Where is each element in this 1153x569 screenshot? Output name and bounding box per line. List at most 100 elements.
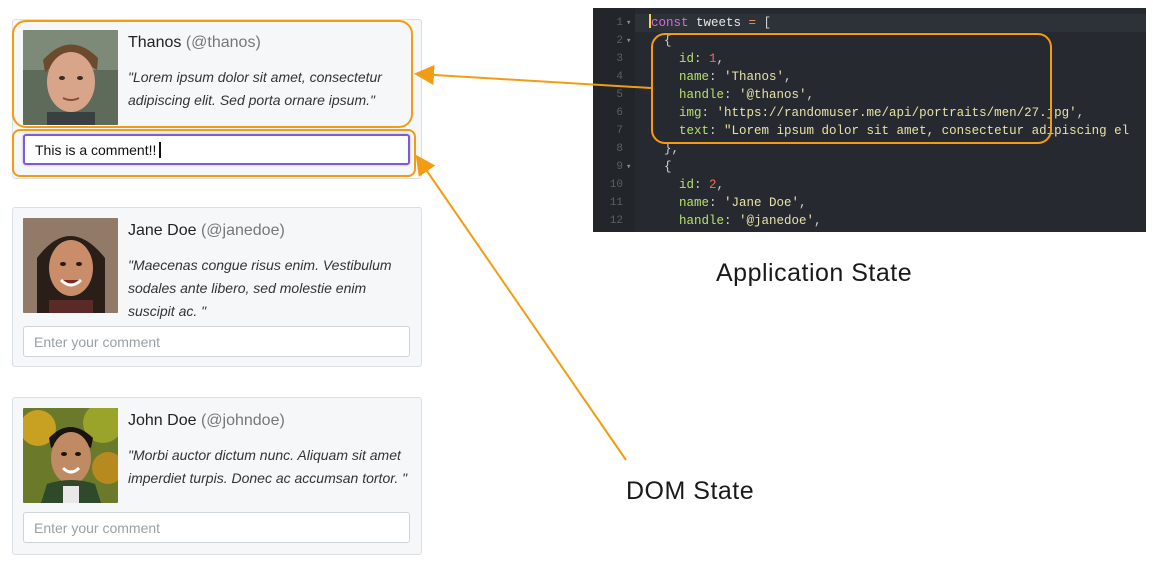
tweet-author: John Doe (@johndoe) — [128, 412, 285, 430]
code-token: , — [814, 214, 822, 228]
code-token: : — [709, 196, 725, 210]
code-line: 8 }, — [593, 140, 1146, 158]
code-line: 6 img: 'https://randomuser.me/api/portra… — [593, 104, 1146, 122]
code-token: '@janedoe' — [739, 214, 815, 228]
arrow-app-state-to-tweet — [414, 64, 652, 89]
avatar — [23, 408, 118, 503]
author-name: Jane Doe — [128, 222, 197, 239]
code-token: 2 — [709, 178, 717, 192]
code-token: }, — [649, 142, 680, 156]
code-line: 4 name: 'Thanos', — [593, 68, 1146, 86]
fold-arrow-icon[interactable]: ▾ — [626, 36, 632, 46]
code-token: , — [799, 196, 807, 210]
code-token: img — [649, 106, 702, 120]
code-token: id — [649, 178, 695, 192]
code-token: [ — [756, 16, 772, 30]
line-number: 4 — [616, 71, 623, 83]
code-token: id — [649, 52, 695, 66]
code-token: handle — [649, 214, 725, 228]
tweet-author: Jane Doe (@janedoe) — [128, 222, 285, 240]
author-name: John Doe — [128, 412, 197, 429]
code-token: , — [716, 52, 725, 66]
code-token: { — [649, 160, 672, 174]
code-token: : — [709, 70, 725, 84]
line-number: 9 — [616, 161, 623, 173]
code-token: const — [651, 16, 689, 30]
code-token: : — [724, 214, 740, 228]
code-editor: 1▾const tweets = [2▾ {3 id: 1,4 name: 'T… — [593, 8, 1146, 232]
code-text: }, — [649, 140, 679, 158]
code-token: tweets — [688, 16, 749, 30]
code-token: , — [784, 70, 792, 84]
code-token: , — [716, 178, 725, 192]
tweet-text: "Maecenas congue risus enim. Vestibulum … — [128, 257, 392, 319]
tweet-text: "Morbi auctor dictum nunc. Aliquam sit a… — [128, 447, 408, 486]
arrow-dom-state-to-comment — [415, 154, 627, 461]
code-token: : — [694, 52, 710, 66]
tweet-card: Jane Doe (@janedoe) "Maecenas congue ris… — [12, 207, 422, 367]
line-number: 11 — [609, 197, 623, 209]
tweet-text: "Lorem ipsum dolor sit amet, consectetur… — [128, 69, 382, 108]
code-line: 5 handle: '@thanos', — [593, 86, 1146, 104]
code-line: 7 text: "Lorem ipsum dolor sit amet, con… — [593, 122, 1146, 140]
code-line: 2▾ { — [593, 32, 1146, 50]
code-token: 'https://randomuser.me/api/portraits/men… — [716, 106, 1077, 120]
code-token: name — [649, 70, 710, 84]
code-text: { — [649, 158, 672, 176]
code-token: : — [709, 124, 725, 138]
comment-input[interactable] — [23, 134, 410, 165]
code-token: = — [748, 16, 757, 30]
code-token: 1 — [709, 52, 717, 66]
code-token: { — [649, 34, 672, 48]
line-number: 7 — [616, 125, 623, 137]
code-token: , — [1076, 106, 1085, 120]
code-line: 3 id: 1, — [593, 50, 1146, 68]
author-handle: (@thanos) — [185, 34, 261, 51]
code-token: 'Thanos' — [724, 70, 785, 84]
code-token: : — [694, 178, 710, 192]
tweet-card: John Doe (@johndoe) "Morbi auctor dictum… — [12, 397, 422, 555]
dom-state-label: DOM State — [626, 477, 755, 505]
code-text: const tweets = [ — [649, 14, 771, 32]
code-token: name — [649, 196, 710, 210]
code-text: { — [649, 32, 672, 50]
code-text: name: 'Thanos', — [649, 68, 792, 86]
line-number: 8 — [616, 143, 623, 155]
code-line: 9▾ { — [593, 158, 1146, 176]
line-number: 10 — [609, 179, 623, 191]
tweet-card: Thanos (@thanos) "Lorem ipsum dolor sit … — [12, 19, 422, 179]
code-text: id: 1, — [649, 50, 724, 68]
line-number: 1 — [616, 17, 623, 29]
line-number: 12 — [609, 215, 623, 227]
code-token: : — [701, 106, 717, 120]
code-line: 10 id: 2, — [593, 176, 1146, 194]
application-state-label: Application State — [716, 259, 913, 287]
code-token: "Lorem ipsum dolor sit amet, consectetur… — [724, 124, 1130, 138]
code-text: handle: '@janedoe', — [649, 212, 822, 230]
code-text: id: 2, — [649, 176, 724, 194]
line-number: 3 — [616, 53, 623, 65]
fold-arrow-icon[interactable]: ▾ — [626, 162, 632, 172]
code-token: handle — [649, 88, 725, 102]
editor-caret — [649, 14, 651, 28]
author-name: Thanos — [128, 34, 182, 51]
fold-arrow-icon[interactable]: ▾ — [626, 18, 632, 28]
code-line: 12 handle: '@janedoe', — [593, 212, 1146, 230]
editor-gutter — [593, 8, 635, 232]
code-token: , — [806, 88, 815, 102]
code-line: 1▾ const tweets = [ — [593, 14, 1146, 32]
code-token: text — [649, 124, 710, 138]
code-text: img: 'https://randomuser.me/api/portrait… — [649, 104, 1084, 122]
code-token: '@thanos' — [739, 88, 807, 102]
line-number: 2 — [616, 35, 623, 47]
code-token: 'Jane Doe' — [724, 196, 800, 210]
code-line: 11 name: 'Jane Doe', — [593, 194, 1146, 212]
avatar — [23, 218, 118, 313]
code-text: text: "Lorem ipsum dolor sit amet, conse… — [649, 122, 1129, 140]
comment-input[interactable] — [23, 512, 410, 543]
tweet-author: Thanos (@thanos) — [128, 34, 261, 52]
comment-input[interactable] — [23, 326, 410, 357]
line-number: 6 — [616, 107, 623, 119]
active-line-highlight — [635, 14, 1146, 32]
